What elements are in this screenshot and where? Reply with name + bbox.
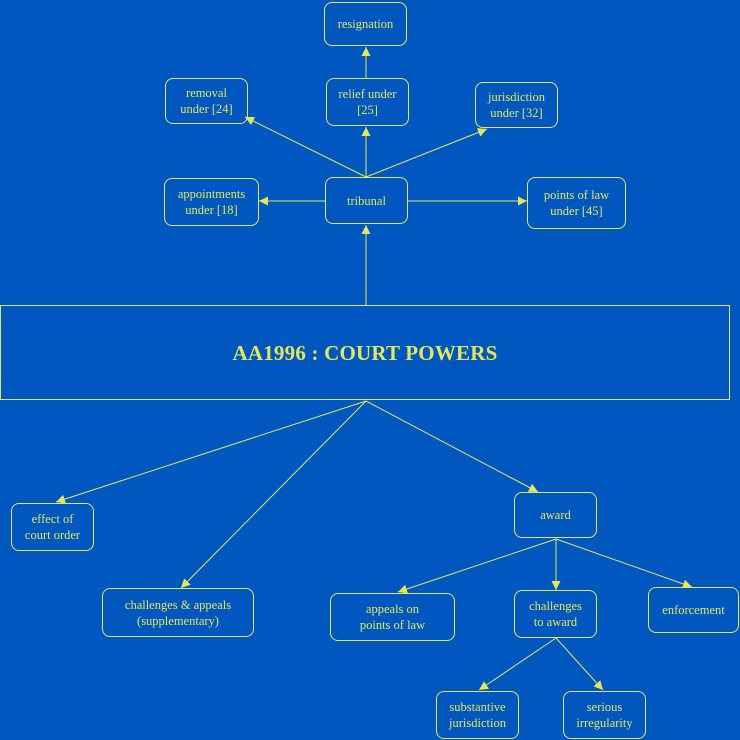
node-substantive-jurisdiction[interactable]: substantive jurisdiction bbox=[436, 691, 519, 739]
node-appointments[interactable]: appointments under [18] bbox=[164, 178, 259, 226]
node-appeals-on-points-of-law[interactable]: appeals on points of law bbox=[330, 593, 455, 641]
edge-award-enforcement bbox=[555, 538, 693, 589]
node-serious-irregularity[interactable]: serious irregularity bbox=[563, 691, 646, 739]
edge-award-appeals-points bbox=[397, 538, 557, 594]
edge-challenges-serious bbox=[555, 637, 604, 691]
edge-tribunal-jurisdiction bbox=[365, 128, 488, 178]
edge-challenges-substantive bbox=[478, 637, 557, 691]
node-resignation[interactable]: resignation bbox=[324, 2, 407, 46]
node-removal[interactable]: removal under [24] bbox=[165, 78, 248, 124]
node-points-of-law[interactable]: points of law under [45] bbox=[527, 177, 626, 229]
node-challenges-to-award[interactable]: challenges to award bbox=[514, 590, 597, 638]
node-enforcement[interactable]: enforcement bbox=[648, 587, 739, 633]
edge-tribunal-removal bbox=[244, 116, 367, 178]
node-relief[interactable]: relief under [25] bbox=[326, 78, 409, 126]
node-award[interactable]: award bbox=[514, 492, 597, 538]
node-tribunal[interactable]: tribunal bbox=[325, 177, 408, 224]
node-effect-of-court-order[interactable]: effect of court order bbox=[11, 503, 94, 551]
edge-main-effect bbox=[55, 400, 367, 504]
edge-main-award bbox=[365, 400, 539, 493]
node-jurisdiction[interactable]: jurisdiction under [32] bbox=[475, 82, 558, 128]
edge-main-challenges-appeals bbox=[180, 400, 367, 589]
node-challenges-appeals[interactable]: challenges & appeals (supplementary) bbox=[102, 588, 254, 637]
main-title-box: AA1996 : COURT POWERS bbox=[0, 305, 730, 400]
